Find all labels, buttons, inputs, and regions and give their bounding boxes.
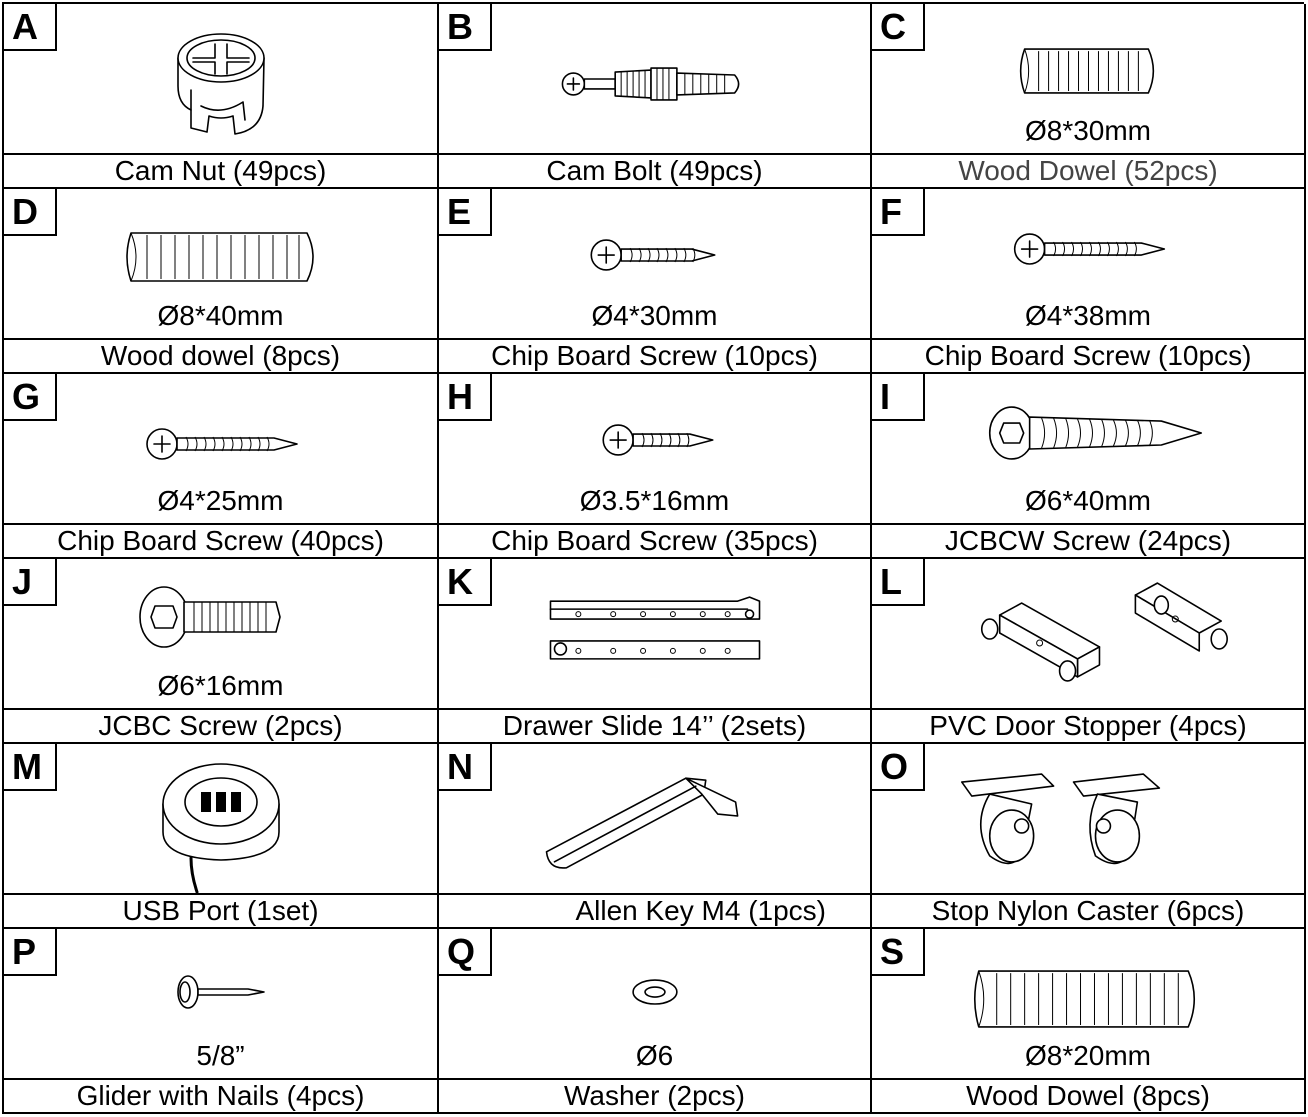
part-name-a: Cam Nut (49pcs): [4, 155, 439, 189]
part-cell-a: A: [4, 4, 439, 155]
part-cell-s: S Ø8*20mm: [872, 929, 1306, 1080]
part-letter: G: [4, 374, 57, 421]
part-size: Ø3.5*16mm: [579, 485, 730, 516]
screw-icon: [4, 374, 437, 523]
part-cell-e: E Ø4*30mm: [439, 189, 872, 340]
door-stopper-icon: [872, 559, 1304, 708]
part-name-n: Allen Key M4 (1pcs): [439, 895, 872, 929]
part-size: Ø6: [635, 1040, 674, 1071]
part-cell-f: F Ø4*38mm: [872, 189, 1306, 340]
part-name-l: PVC Door Stopper (4pcs): [872, 710, 1306, 744]
part-letter: M: [4, 744, 57, 791]
part-size: Ø6*16mm: [157, 670, 284, 701]
drawer-slide-icon: [439, 559, 870, 708]
screw-icon: [439, 374, 870, 523]
part-letter: N: [439, 744, 492, 791]
part-name-h: Chip Board Screw (35pcs): [439, 525, 872, 559]
part-cell-n: N: [439, 744, 872, 895]
part-letter: A: [4, 4, 57, 51]
washer-icon: [439, 929, 870, 1078]
part-letter: P: [4, 929, 57, 976]
part-name-j: JCBC Screw (2pcs): [4, 710, 439, 744]
hex-screw-icon: [872, 374, 1304, 523]
part-letter: I: [872, 374, 925, 421]
part-name-o: Stop Nylon Caster (6pcs): [872, 895, 1306, 929]
part-letter: Q: [439, 929, 492, 976]
part-name-d: Wood dowel (8pcs): [4, 340, 439, 374]
hex-bolt-icon: [4, 559, 437, 708]
part-cell-l: L: [872, 559, 1306, 710]
cam-nut-icon: [4, 4, 437, 153]
part-cell-i: I Ø6*40mm: [872, 374, 1306, 525]
cam-bolt-icon: [439, 4, 870, 153]
part-letter: S: [872, 929, 925, 976]
part-name-s: Wood Dowel (8pcs): [872, 1080, 1306, 1114]
part-cell-q: Q Ø6: [439, 929, 872, 1080]
part-letter: C: [872, 4, 925, 51]
part-name-c: Wood Dowel (52pcs): [872, 155, 1306, 189]
part-cell-g: G Ø4*25mm: [4, 374, 439, 525]
part-cell-k: K: [439, 559, 872, 710]
part-letter: F: [872, 189, 925, 236]
allen-key-icon: [439, 744, 870, 893]
part-name-i: JCBCW Screw (24pcs): [872, 525, 1306, 559]
part-name-k: Drawer Slide 14’’ (2sets): [439, 710, 872, 744]
part-size: Ø4*30mm: [591, 300, 718, 331]
part-size: Ø8*40mm: [157, 300, 284, 331]
wood-dowel-icon: [4, 189, 437, 338]
part-size: Ø8*20mm: [1024, 1040, 1152, 1071]
part-cell-h: H Ø3.5*16mm: [439, 374, 872, 525]
part-size: Ø4*25mm: [157, 485, 284, 516]
wood-dowel-icon: [872, 929, 1304, 1078]
part-name-q: Washer (2pcs): [439, 1080, 872, 1114]
part-letter: B: [439, 4, 492, 51]
caster-icon: [872, 744, 1304, 893]
usb-port-icon: [4, 744, 437, 893]
part-letter: H: [439, 374, 492, 421]
part-size: Ø4*38mm: [1024, 300, 1152, 331]
part-size: 5/8”: [196, 1040, 245, 1071]
part-cell-m: M: [4, 744, 439, 895]
part-cell-j: J Ø6*16mm: [4, 559, 439, 710]
part-size: Ø8*30mm: [1024, 115, 1152, 146]
part-name-g: Chip Board Screw (40pcs): [4, 525, 439, 559]
part-letter: D: [4, 189, 57, 236]
part-letter: L: [872, 559, 925, 606]
part-name-b: Cam Bolt (49pcs): [439, 155, 872, 189]
part-cell-b: B: [439, 4, 872, 155]
part-cell-o: O: [872, 744, 1306, 895]
glider-nail-icon: [4, 929, 437, 1078]
part-letter: K: [439, 559, 492, 606]
part-name-p: Glider with Nails (4pcs): [4, 1080, 439, 1114]
part-cell-d: D Ø8*40mm: [4, 189, 439, 340]
part-letter: J: [4, 559, 57, 606]
part-name-m: USB Port (1set): [4, 895, 439, 929]
part-cell-p: P 5/8”: [4, 929, 439, 1080]
part-cell-c: C Ø8*30mm: [872, 4, 1306, 155]
part-letter: O: [872, 744, 925, 791]
part-size: Ø6*40mm: [1024, 485, 1152, 516]
screw-icon: [872, 189, 1304, 338]
wood-dowel-icon: [872, 4, 1304, 153]
part-name-e: Chip Board Screw (10pcs): [439, 340, 872, 374]
part-name-f: Chip Board Screw (10pcs): [872, 340, 1306, 374]
part-letter: E: [439, 189, 492, 236]
screw-icon: [439, 189, 870, 338]
